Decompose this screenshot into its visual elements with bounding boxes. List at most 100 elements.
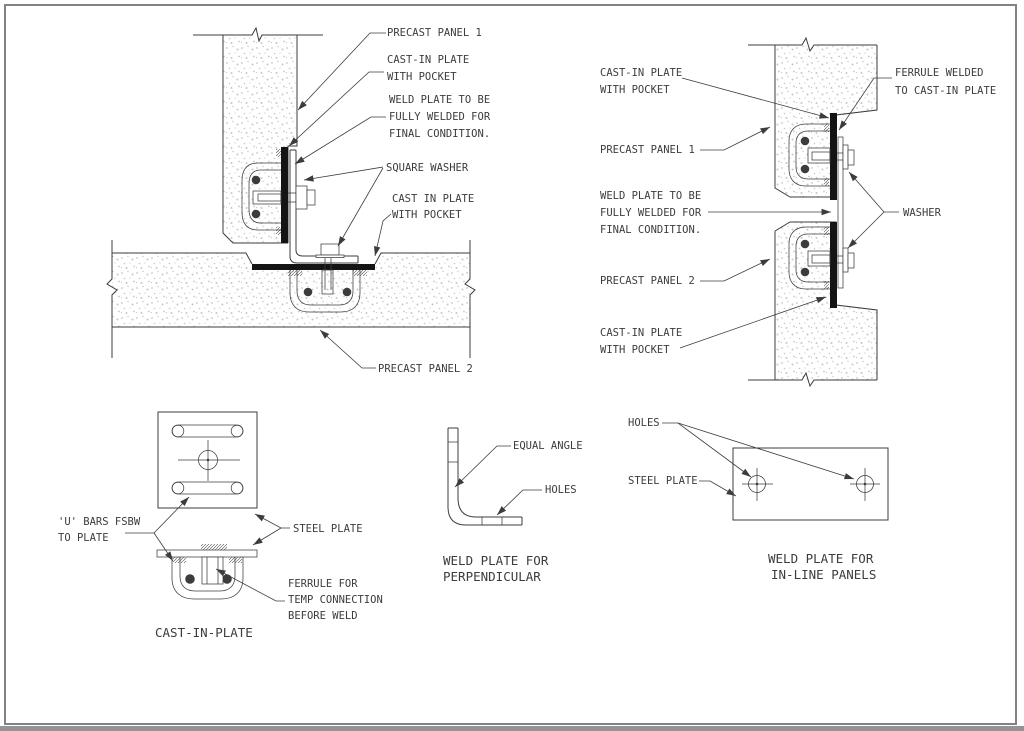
label-weld-plate: FULLY WELDED FOR bbox=[389, 111, 491, 123]
u-bar-slot bbox=[171, 424, 244, 438]
leader-line bbox=[681, 77, 830, 119]
leader-line bbox=[848, 171, 899, 213]
leader-lines bbox=[125, 496, 290, 602]
steel-plate-elevation bbox=[156, 549, 258, 558]
square-washer bbox=[315, 254, 345, 258]
leader-line bbox=[153, 532, 174, 562]
detail-perpendicular-connection: PRECAST PANEL 1 CAST-IN PLATE WITH POCKE… bbox=[106, 26, 491, 375]
bolt-head bbox=[847, 149, 855, 166]
leader-line bbox=[252, 527, 282, 546]
hole-mark bbox=[448, 441, 458, 463]
steel-plate bbox=[732, 447, 889, 521]
bolt-head bbox=[320, 243, 340, 256]
weld-mark bbox=[824, 178, 829, 186]
weld-mark bbox=[288, 270, 302, 276]
leader-line bbox=[294, 116, 386, 165]
steel-plate-plan bbox=[157, 411, 258, 509]
rebar-section bbox=[303, 287, 313, 297]
bar-end-section bbox=[230, 481, 244, 495]
rebar-section bbox=[251, 209, 261, 219]
label-precast-panel-2: PRECAST PANEL 2 bbox=[600, 275, 695, 287]
label-precast-panel-1: PRECAST PANEL 1 bbox=[600, 144, 695, 156]
label-cast-in-plate-2: CAST IN PLATE bbox=[392, 193, 474, 205]
weld-mark bbox=[824, 124, 829, 132]
label-ferrule: TEMP CONNECTION bbox=[288, 594, 383, 606]
weld-mark bbox=[824, 281, 829, 289]
precast-panel-2-section bbox=[112, 253, 470, 327]
label-precast-panel-2: PRECAST PANEL 2 bbox=[378, 363, 473, 375]
ferrule bbox=[252, 190, 282, 205]
weld-mark bbox=[173, 557, 186, 563]
break-line-icon bbox=[748, 36, 877, 53]
leader-line bbox=[373, 213, 392, 257]
cast-in-plate-horizontal bbox=[252, 264, 375, 270]
label-equal-angle: EQUAL ANGLE bbox=[513, 440, 583, 452]
leader-line bbox=[662, 422, 752, 478]
cast-in-plate-lower bbox=[830, 222, 837, 308]
label-cast-in-plate-bottom: CAST-IN PLATE bbox=[600, 327, 682, 339]
u-bar-anchor bbox=[289, 270, 361, 313]
weld-plate bbox=[837, 136, 844, 289]
rebar-section bbox=[222, 574, 232, 584]
rebar-section bbox=[800, 164, 810, 174]
label-weld-plate: WELD PLATE TO BE bbox=[389, 94, 490, 106]
leader-lines bbox=[679, 77, 899, 349]
label-weld-plate: FULLY WELDED FOR bbox=[600, 207, 702, 219]
label-square-washer: SQUARE WASHER bbox=[386, 162, 469, 174]
rebar-section bbox=[342, 287, 352, 297]
ferrule bbox=[201, 556, 224, 585]
bolt-head bbox=[306, 189, 316, 206]
u-bar-anchor bbox=[241, 162, 281, 231]
caption-weld-plate-perpendicular: WELD PLATE FOR bbox=[443, 553, 549, 568]
leader-line bbox=[699, 480, 737, 497]
hole bbox=[742, 468, 773, 501]
label-weld-plate: WELD PLATE TO BE bbox=[600, 190, 701, 202]
caption-weld-plate-perpendicular: PERPENDICULAR bbox=[443, 569, 541, 584]
weld-mark bbox=[276, 149, 281, 157]
label-weld-plate: FINAL CONDITION. bbox=[389, 128, 490, 140]
ferrule bbox=[321, 269, 334, 295]
label-cast-in-plate-top: CAST-IN PLATE bbox=[600, 67, 682, 79]
label-steel-plate: STEEL PLATE bbox=[628, 475, 698, 487]
label-u-bars: TO PLATE bbox=[58, 532, 109, 544]
leader-line bbox=[254, 513, 290, 529]
label-ferrule: TO CAST-IN PLATE bbox=[895, 85, 996, 97]
square-washer bbox=[295, 185, 308, 210]
detail-inline-connection: CAST-IN PLATE WITH POCKET PRECAST PANEL … bbox=[600, 36, 996, 388]
label-weld-plate: FINAL CONDITION. bbox=[600, 224, 701, 236]
leader-line bbox=[303, 166, 384, 182]
label-cast-in-plate-2: WITH POCKET bbox=[392, 209, 462, 221]
label-u-bars: 'U' BARS FSBW bbox=[58, 516, 141, 528]
leader-line bbox=[319, 329, 376, 369]
label-cast-in-plate: CAST-IN PLATE bbox=[387, 54, 469, 66]
bar-end-section bbox=[171, 424, 185, 438]
rebar-section bbox=[800, 136, 810, 146]
leader-line bbox=[337, 167, 384, 247]
bolt-head bbox=[847, 252, 855, 269]
label-ferrule: FERRULE WELDED bbox=[895, 67, 984, 79]
u-bar-anchor bbox=[788, 226, 830, 290]
ferrule-bolt-upper bbox=[807, 144, 855, 170]
break-line-icon bbox=[464, 240, 476, 358]
detail-weld-plate-perpendicular: EQUAL ANGLE HOLES WELD PLATE FOR PERPEND… bbox=[443, 427, 583, 584]
break-line-icon bbox=[193, 26, 323, 43]
ferrule bbox=[807, 147, 831, 164]
weld-angle-plate bbox=[289, 149, 359, 264]
precast-panel-2-outline bbox=[106, 240, 476, 358]
bar-end-section bbox=[171, 481, 185, 495]
label-washer: WASHER bbox=[903, 207, 942, 219]
caption-weld-plate-inline: IN-LINE PANELS bbox=[771, 567, 876, 582]
label-ferrule: BEFORE WELD bbox=[288, 610, 358, 622]
leader-line bbox=[215, 568, 285, 602]
leader-line bbox=[847, 211, 885, 249]
u-bar-slot bbox=[171, 481, 244, 495]
hole-mark bbox=[481, 517, 503, 525]
rebar-section bbox=[251, 175, 261, 185]
ferrule-bolt-lower bbox=[807, 247, 855, 273]
label-holes: HOLES bbox=[545, 484, 577, 496]
drawing-frame bbox=[4, 4, 1017, 725]
detail-cast-in-plate: 'U' BARS FSBW TO PLATE STEEL PLATE FERRU… bbox=[58, 411, 383, 640]
bolt-shaft bbox=[257, 193, 282, 202]
window-bottom-edge bbox=[0, 726, 1024, 731]
